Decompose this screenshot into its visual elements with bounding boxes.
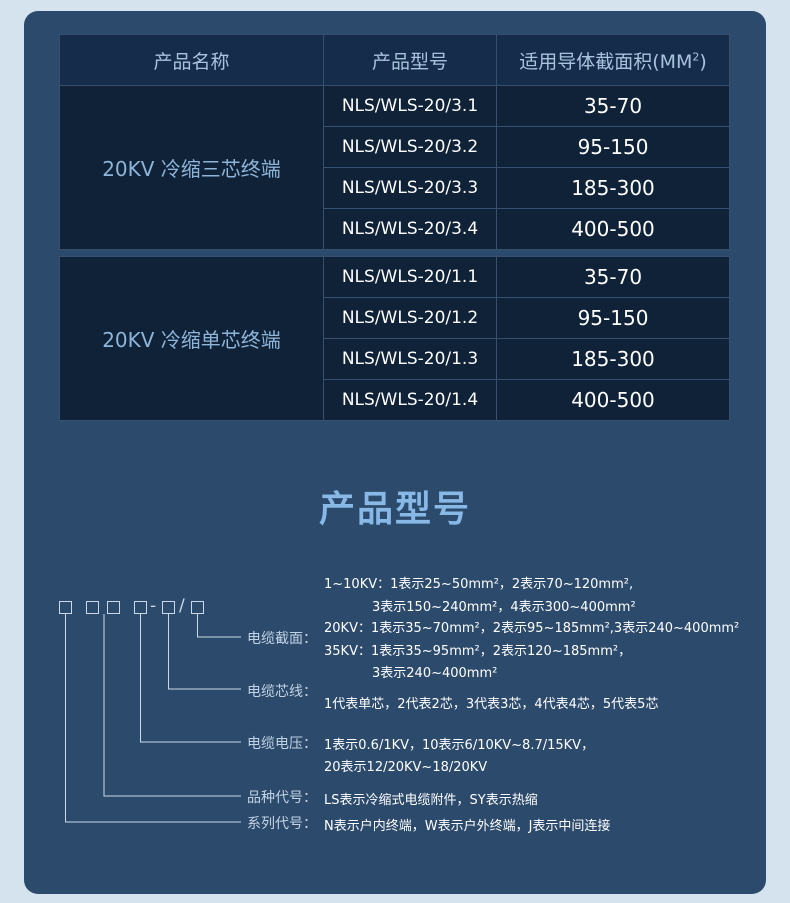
code-box-type-2 <box>107 601 120 614</box>
model-cell: NLS/WLS-20/1.4 <box>323 379 497 421</box>
model-cell: NLS/WLS-20/1.1 <box>323 256 497 298</box>
code-separator-slash: / <box>179 596 185 616</box>
label-series-code: 系列代号： <box>247 816 317 832</box>
product-name-single-core: 20KV 冷缩单芯终端 <box>59 256 324 421</box>
desc-core: 1代表单芯，2代表2芯，3代表3芯，4代表4芯，5代表5芯 <box>324 697 659 712</box>
code-box-series <box>59 601 72 614</box>
desc-section-line3: 20KV：1表示35~70mm²，2表示95~185mm²,3表示240~400… <box>324 621 740 636</box>
desc-voltage-line2: 20表示12/20KV~18/20KV <box>324 760 488 775</box>
label-cable-section: 电缆截面： <box>247 631 317 647</box>
model-cell: NLS/WLS-20/3.4 <box>323 208 497 250</box>
area-cell: 95-150 <box>496 297 730 339</box>
desc-series: N表示户内终端，W表示户外终端，J表示中间连接 <box>324 819 611 834</box>
product-name-three-core: 20KV 冷缩三芯终端 <box>59 85 324 250</box>
header-product-name: 产品名称 <box>59 34 324 86</box>
area-cell: 400-500 <box>496 379 730 421</box>
area-cell: 35-70 <box>496 256 730 298</box>
spec-table-single-core: 20KV 冷缩单芯终端 NLS/WLS-20/1.1 35-70 NLS/WLS… <box>59 256 730 421</box>
model-cell: NLS/WLS-20/1.3 <box>323 338 497 380</box>
desc-section-line4: 35KV：1表示35~95mm²，2表示120~185mm²， <box>324 644 632 659</box>
model-cell: NLS/WLS-20/3.2 <box>323 126 497 168</box>
label-cable-voltage: 电缆电压： <box>247 736 317 752</box>
desc-type: LS表示冷缩式电缆附件，SY表示热缩 <box>324 793 538 808</box>
header-conductor-area: 适用导体截面积(MM2) <box>496 34 730 86</box>
code-box-core <box>162 601 175 614</box>
desc-section-line1: 1~10KV：1表示25~50mm²，2表示70~120mm², <box>324 577 634 592</box>
desc-section-line5: 3表示240~400mm² <box>372 666 498 681</box>
model-cell: NLS/WLS-20/1.2 <box>323 297 497 339</box>
area-cell: 400-500 <box>496 208 730 250</box>
code-box-section <box>191 601 204 614</box>
model-cell: NLS/WLS-20/3.3 <box>323 167 497 209</box>
model-cell: NLS/WLS-20/3.1 <box>323 85 497 127</box>
desc-section-line2: 3表示150~240mm²，4表示300~400mm² <box>372 600 636 615</box>
code-separator-dash: - <box>150 596 157 616</box>
label-type-code: 品种代号： <box>247 790 317 806</box>
section-title: 产品型号 <box>318 489 471 530</box>
label-cable-core: 电缆芯线： <box>247 684 317 700</box>
area-cell: 185-300 <box>496 338 730 380</box>
header-product-model: 产品型号 <box>323 34 497 86</box>
desc-voltage-line1: 1表示0.6/1KV，10表示6/10KV~8.7/15KV， <box>324 738 595 753</box>
code-box-voltage <box>134 601 147 614</box>
spec-table-three-core: 产品名称 产品型号 适用导体截面积(MM2) 20KV 冷缩三芯终端 NLS/W… <box>59 34 730 250</box>
code-box-type-1 <box>86 601 99 614</box>
